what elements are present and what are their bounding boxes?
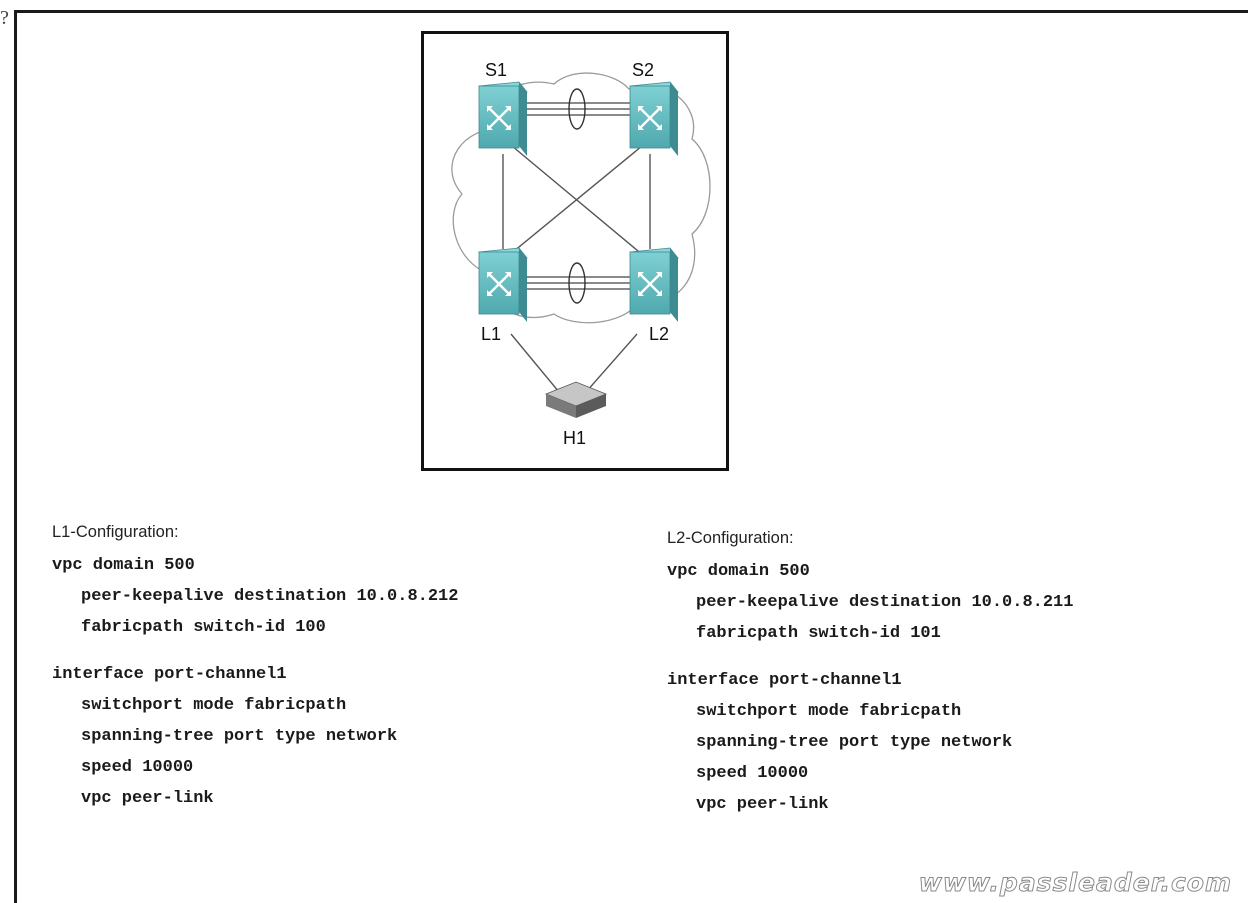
switch-s2-icon [629, 81, 679, 156]
switch-l2-icon [629, 247, 679, 322]
node-label-s1: S1 [485, 60, 507, 80]
node-label-s2: S2 [632, 60, 654, 80]
l1-config-line: fabricpath switch-id 100 [81, 618, 326, 637]
node-label-l2: L2 [649, 324, 669, 344]
figure-top-border [14, 10, 1248, 13]
l1-config-line: vpc peer-link [81, 789, 214, 808]
l1-l2-peer-link [519, 276, 632, 290]
l1-configuration-block: L1-Configuration: vpc domain 500 peer-ke… [52, 520, 458, 814]
s1-s2-port-channel-oval [568, 88, 586, 130]
l2-config-line: peer-keepalive destination 10.0.8.211 [696, 593, 1074, 612]
host-links [510, 333, 638, 393]
l2-configuration-block: L2-Configuration: vpc domain 500 peer-ke… [667, 526, 1073, 820]
l2-config-line: speed 10000 [696, 764, 809, 783]
l2-config-line: spanning-tree port type network [696, 733, 1013, 752]
l1-l2-port-channel-oval [568, 262, 586, 304]
l2-config-line: fabricpath switch-id 101 [696, 624, 941, 643]
l1-config-line: speed 10000 [81, 758, 194, 777]
fabric-links [502, 145, 651, 257]
figure-left-border [14, 10, 17, 903]
l2-config-line: switchport mode fabricpath [696, 702, 962, 721]
corner-mark: ? [0, 7, 9, 29]
l2-config-title: L2-Configuration: [667, 529, 794, 547]
node-label-h1: H1 [563, 428, 586, 448]
l1-config-title: L1-Configuration: [52, 523, 179, 541]
config-spacer [667, 649, 1073, 665]
switch-s1-icon [478, 81, 528, 156]
switch-l1-icon [478, 247, 528, 322]
l1-config-line: interface port-channel1 [52, 665, 287, 684]
node-label-l1: L1 [481, 324, 501, 344]
watermark-text: www.passleader.com [918, 868, 1232, 898]
l1-config-line: vpc domain 500 [52, 556, 195, 575]
host-h1-icon [544, 381, 608, 418]
topology-diagram-frame: S1 S2 L1 L2 H1 [421, 31, 729, 471]
l2-config-line: interface port-channel1 [667, 671, 902, 690]
config-spacer [52, 643, 458, 659]
l1-config-line: switchport mode fabricpath [81, 696, 347, 715]
topology-diagram: S1 S2 L1 L2 H1 [451, 60, 711, 448]
l2-config-line: vpc domain 500 [667, 562, 810, 581]
l1-config-line: peer-keepalive destination 10.0.8.212 [81, 587, 459, 606]
l1-config-line: spanning-tree port type network [81, 727, 398, 746]
l2-config-line: vpc peer-link [696, 795, 829, 814]
s1-s2-peer-link [519, 102, 632, 116]
